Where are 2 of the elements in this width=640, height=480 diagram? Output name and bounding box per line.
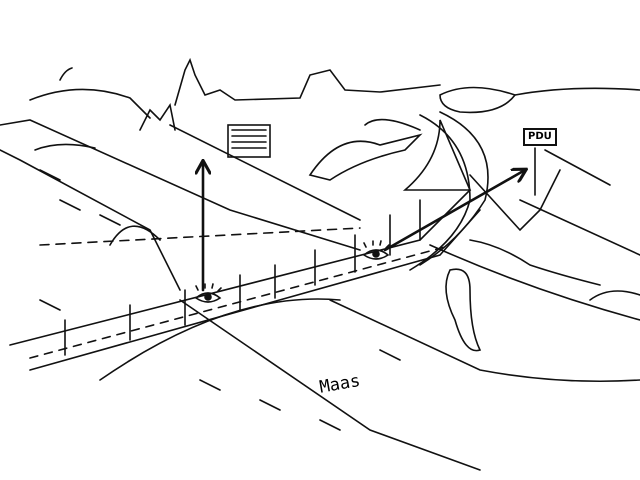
river-label: Maas [318, 370, 362, 398]
sign-board: PDU [523, 128, 557, 146]
